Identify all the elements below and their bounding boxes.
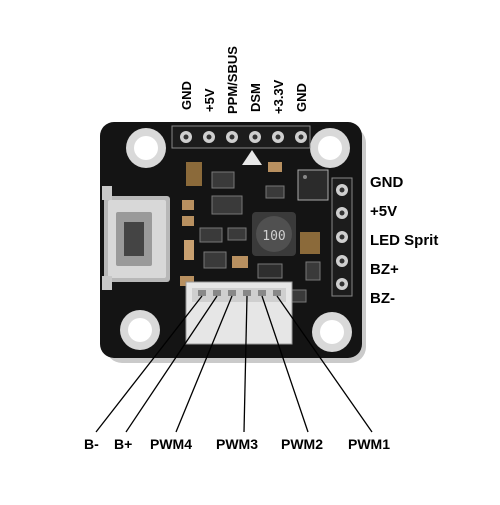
bottom-pin-label: PWM2 <box>281 436 323 452</box>
bottom-pin-label: B+ <box>114 436 133 452</box>
mounting-hole-bottom-left <box>120 310 160 350</box>
pointer-line-b-plus <box>125 295 218 433</box>
inductor: 100 <box>252 212 296 256</box>
top-pin-label: GND <box>294 83 309 112</box>
right-pin-label: GND <box>370 174 404 191</box>
smd-components <box>180 162 321 303</box>
pointer-line-pwm1 <box>276 295 373 433</box>
right-pin-label: +5V <box>370 203 398 220</box>
pwm-connector <box>185 281 293 345</box>
top-pin-label: PPM/SBUS <box>225 46 240 114</box>
top-pin-label: +3.3V <box>271 79 286 114</box>
bottom-pin-label: PWM3 <box>216 436 258 452</box>
inductor-marking: 100 <box>262 229 285 244</box>
right-pin-label: BZ- <box>370 290 395 307</box>
right-header-pads <box>331 177 353 297</box>
bottom-pin-label: PWM1 <box>348 436 390 452</box>
mcu-chip <box>297 169 329 201</box>
mounting-hole-bottom-right <box>312 312 352 352</box>
pointer-line-pwm4 <box>175 295 233 433</box>
orientation-arrow <box>242 150 262 165</box>
pointer-line-pwm2 <box>261 295 309 433</box>
top-pin-label: DSM <box>248 83 263 112</box>
right-pin-label: LED Sprit <box>370 232 439 249</box>
micro-usb-connector <box>102 186 170 290</box>
mounting-hole-top-right <box>310 128 350 168</box>
pin-pointer-lines <box>95 295 373 433</box>
mounting-hole-top-left <box>126 128 166 168</box>
right-pin-label: BZ+ <box>370 261 399 278</box>
bottom-pin-label: B- <box>84 436 99 452</box>
pointer-line-b-minus <box>95 295 203 433</box>
pointer-line-pwm3 <box>243 295 248 433</box>
top-header-pads <box>171 125 311 149</box>
bottom-pin-label: PWM4 <box>150 436 192 452</box>
top-pin-label: GND <box>179 81 194 110</box>
top-pin-label: +5V <box>202 88 217 113</box>
